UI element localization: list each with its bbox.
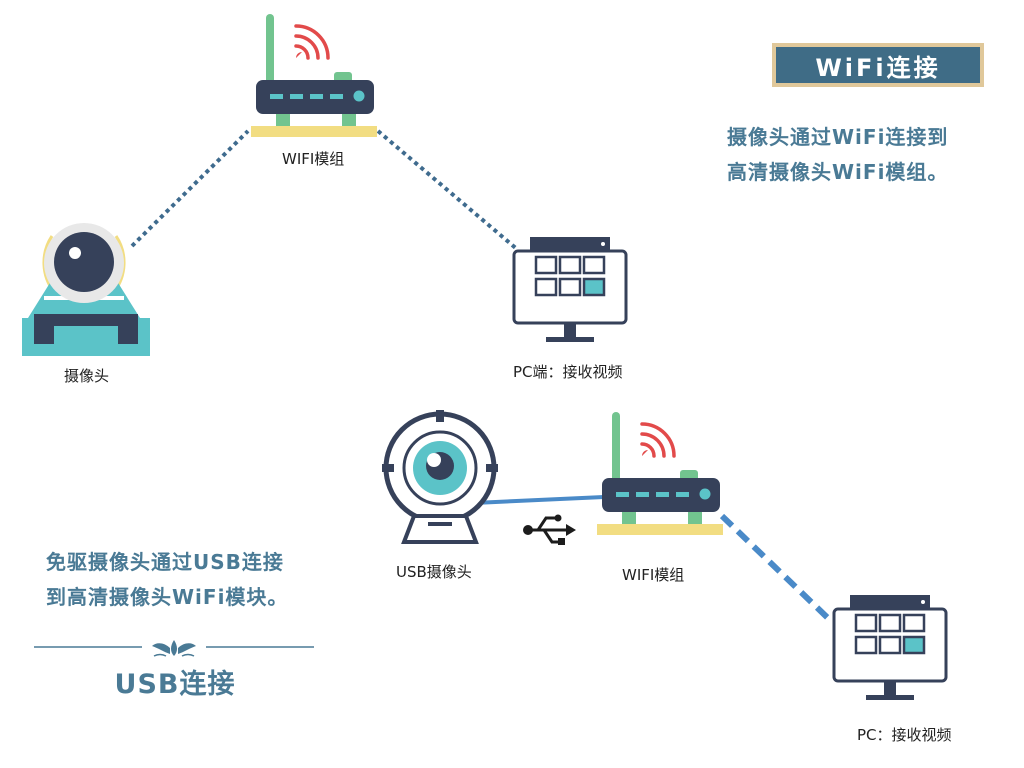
wifi-link-camera-router: [130, 129, 250, 248]
dome-camera-icon: [22, 223, 150, 356]
usb-description-line-1: 免驱摄像头通过USB连接: [46, 550, 284, 574]
usb-webcam-icon: [382, 410, 498, 544]
usb-pc-receive-label: PC：接收视频: [857, 726, 952, 744]
monitor-icon: [512, 235, 628, 344]
wifi-connection-badge: WiFi连接: [772, 43, 984, 87]
monitor-icon: [832, 593, 948, 702]
wifi-description-line-1: 摄像头通过WiFi连接到: [727, 125, 949, 149]
lotus-ornament-icon: [34, 640, 314, 657]
wifi-router-icon: [249, 12, 379, 139]
wifi-description-line-2: 高清摄像头WiFi模组。: [727, 160, 949, 184]
usb-router-label: WIFI模组: [622, 566, 685, 584]
wifi-link-router-pc-usb: [719, 513, 835, 625]
badge-text: WiFi连接: [776, 47, 980, 83]
pc-receive-label: PC端：接收视频: [513, 363, 623, 381]
wifi-router-icon: [595, 410, 725, 537]
wifi-description: 摄像头通过WiFi连接到 高清摄像头WiFi模组。: [727, 120, 948, 190]
usb-cable-line: [473, 495, 605, 505]
usb-section-title: USB连接: [114, 669, 236, 700]
usb-symbol-icon: [523, 514, 576, 545]
wifi-router-label: WIFI模组: [282, 150, 345, 168]
wifi-link-router-pc: [376, 129, 520, 252]
usb-description-line-2: 到高清摄像头WiFi模块。: [46, 585, 289, 609]
camera-label: 摄像头: [64, 367, 110, 385]
usb-camera-label: USB摄像头: [396, 563, 472, 581]
usb-description: 免驱摄像头通过USB连接 到高清摄像头WiFi模块。: [46, 545, 288, 615]
